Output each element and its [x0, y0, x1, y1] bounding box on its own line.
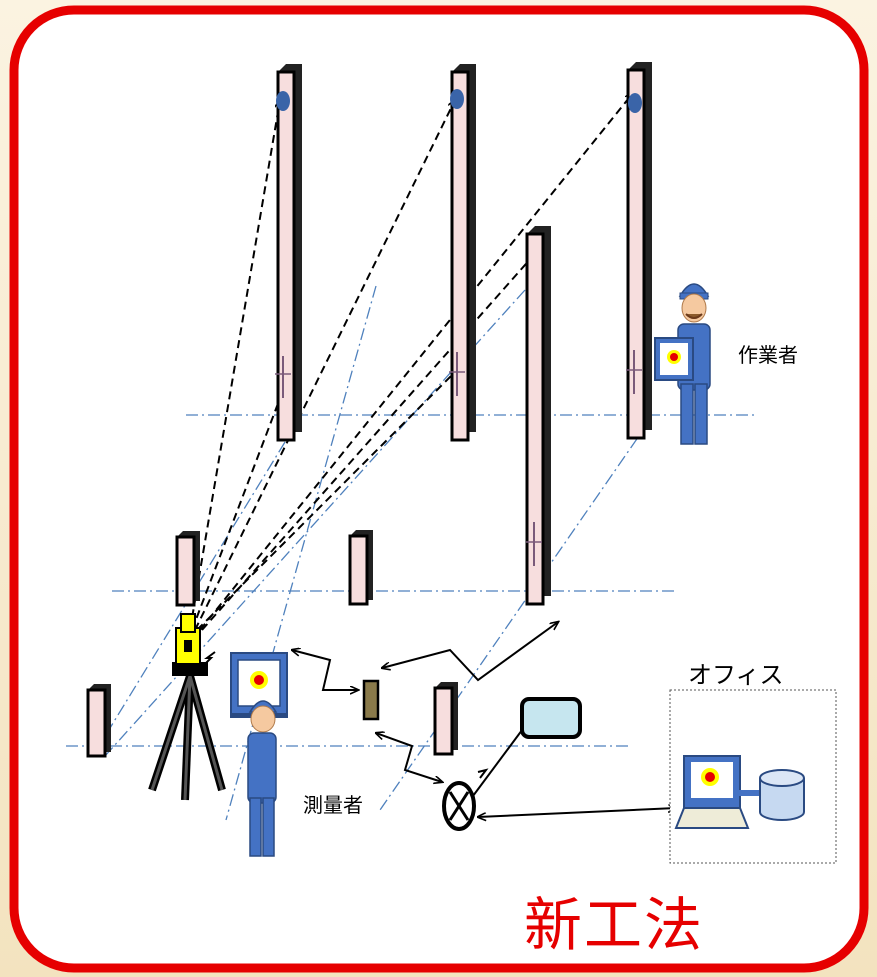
total-station — [148, 613, 226, 801]
worker-person — [654, 283, 711, 445]
office-pc — [674, 755, 762, 829]
surveyor-label: 測量者 — [303, 793, 363, 817]
surveyor-person — [247, 700, 278, 857]
pillar — [449, 64, 476, 442]
method-title: 新工法 — [524, 891, 704, 959]
wireless-link — [292, 622, 676, 817]
pillar — [86, 684, 111, 758]
sensor-device — [362, 679, 380, 721]
pillar — [626, 62, 652, 440]
sight-lines — [189, 93, 633, 631]
pillar — [175, 531, 200, 607]
pillar — [433, 682, 458, 756]
display-device — [520, 697, 582, 739]
office-label: オフィス — [688, 661, 784, 689]
router-icon — [442, 781, 476, 831]
worker-label: 作業者 — [738, 343, 798, 367]
pillar — [348, 530, 373, 606]
database-icon — [759, 769, 805, 821]
pillar — [525, 226, 551, 606]
pillar — [275, 64, 302, 442]
